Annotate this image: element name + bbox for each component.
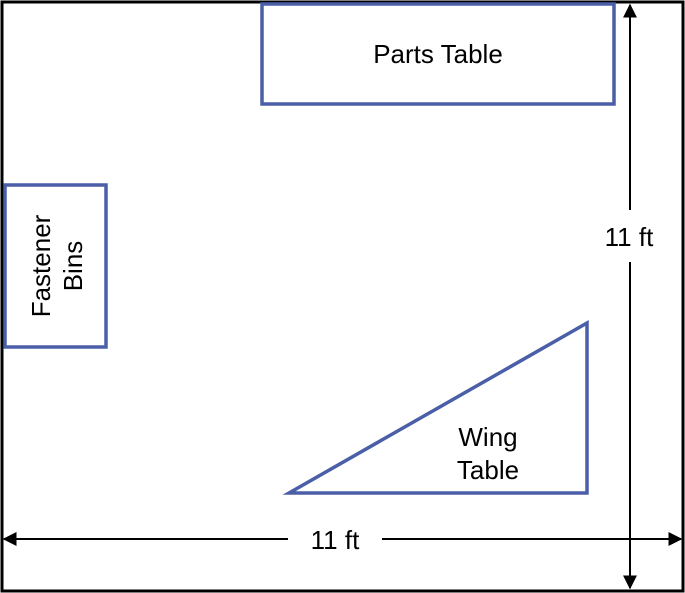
wing-table-label-line2: Table [457,455,519,485]
wing-table-shape [282,319,589,495]
parts-table-shape [260,2,616,106]
fastener-bins-label-line2: Bins [58,241,88,292]
fastener-bins-label-line1: Fastener [26,214,56,317]
parts-table-label: Parts Table [373,39,503,69]
fastener-bins-shape [3,183,108,349]
height-label-bg [595,216,665,256]
height-dimension-label: 11 ft [605,222,654,252]
wing-table-label-line1: Wing [458,422,517,452]
width-dimension-label: 11 ft [311,525,360,555]
